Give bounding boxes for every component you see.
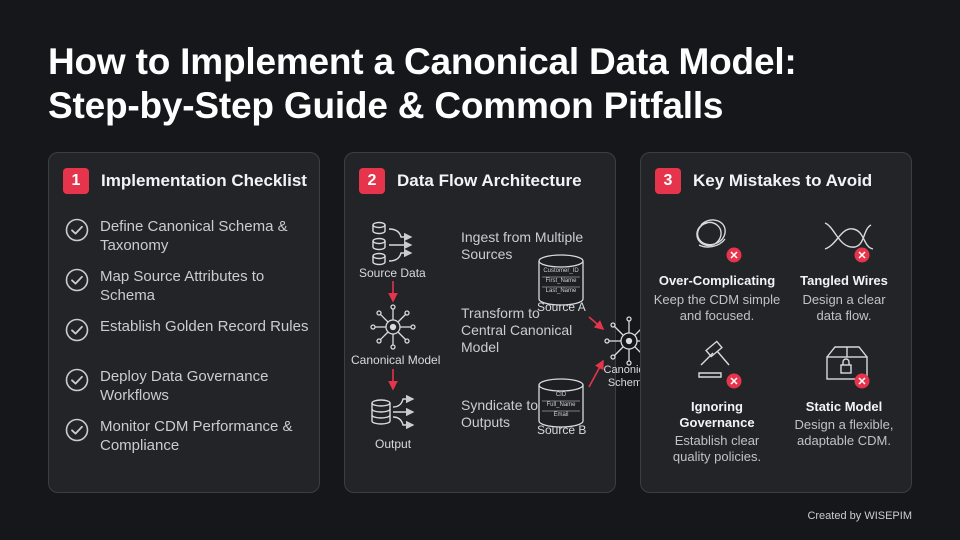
source-a-arrow bbox=[588, 316, 605, 331]
title-line-2: Step-by-Step Guide & Common Pitfalls bbox=[48, 85, 724, 126]
panel-header: 2 Data Flow Architecture bbox=[359, 167, 582, 195]
checklist-item: Define Canonical Schema & Taxonomy bbox=[65, 217, 315, 255]
error-badge-icon bbox=[854, 373, 870, 389]
source-b-fields: CID Full_Name Email bbox=[541, 390, 581, 420]
mistake-title: Ignoring Governance bbox=[679, 399, 755, 430]
checklist-item-text: Establish Golden Record Rules bbox=[100, 318, 309, 335]
checklist-item: Monitor CDM Performance & Compliance bbox=[65, 417, 315, 455]
data-flow-architecture-panel: 2 Data Flow Architecture bbox=[344, 152, 654, 493]
error-badge-icon bbox=[726, 247, 742, 263]
check-circle-icon bbox=[65, 418, 89, 442]
field-name: First_Name bbox=[545, 278, 577, 284]
source-a-fields: Customer_ID First_Name Last_Name bbox=[541, 266, 581, 296]
step-transform: Transform to Central Canonical Model bbox=[461, 305, 573, 355]
mistake-desc: Keep the CDM simple and focused. bbox=[653, 292, 781, 323]
source-a-database bbox=[538, 254, 584, 306]
checklist-item-text: Deploy Data Governance Workflows bbox=[100, 368, 269, 404]
checklist-item-text: Define Canonical Schema & Taxonomy bbox=[100, 218, 288, 254]
database-output-icon bbox=[371, 394, 415, 430]
checklist-item-text: Monitor CDM Performance & Compliance bbox=[100, 418, 293, 454]
check-circle-icon bbox=[65, 368, 89, 392]
page-title: How to Implement a Canonical Data Model:… bbox=[48, 40, 928, 128]
check-circle-icon bbox=[65, 218, 89, 242]
panel-title: Data Flow Architecture bbox=[397, 171, 582, 190]
mistake-desc: Design a clear data flow. bbox=[802, 292, 886, 323]
step-number-badge: 2 bbox=[359, 168, 385, 194]
hub-network-icon bbox=[370, 304, 416, 350]
error-badge-icon bbox=[854, 247, 870, 263]
step-syndicate: Syndicate to Outputs bbox=[461, 397, 539, 430]
field-name: Last_Name bbox=[545, 288, 577, 294]
source-b-database bbox=[538, 378, 584, 428]
key-mistakes-panel: 3 Key Mistakes to Avoid bbox=[640, 152, 912, 493]
output-label: Output bbox=[375, 437, 412, 451]
checklist-item: Establish Golden Record Rules bbox=[65, 317, 315, 342]
database-stack-icon bbox=[372, 221, 413, 266]
step-number-badge: 3 bbox=[655, 168, 681, 194]
panel-header: 1 Implementation Checklist bbox=[63, 167, 307, 195]
checklist-item: Map Source Attributes to Schema bbox=[65, 267, 315, 305]
source-b-label: Source B bbox=[537, 423, 587, 437]
mistake-title: Static Model bbox=[805, 399, 883, 414]
panel-header: 3 Key Mistakes to Avoid bbox=[655, 167, 872, 195]
field-name: Email bbox=[553, 412, 569, 418]
source-data-label: Source Data bbox=[359, 266, 426, 280]
canonical-model-label: Canonical Model bbox=[351, 353, 441, 367]
field-name: Customer_ID bbox=[543, 268, 579, 274]
data-flow-diagram bbox=[370, 221, 654, 430]
title-line-1: How to Implement a Canonical Data Model: bbox=[48, 41, 797, 82]
step-ingest: Ingest from Multiple Sources bbox=[461, 229, 584, 262]
mistake-icons bbox=[696, 219, 874, 389]
locked-box-icon bbox=[826, 346, 868, 380]
credit-text: Created by WISEPIM bbox=[807, 510, 912, 522]
check-circle-icon bbox=[65, 318, 89, 342]
tangled-knot-icon bbox=[696, 219, 726, 248]
check-circle-icon bbox=[65, 268, 89, 292]
mistake-desc: Design a flexible, adaptable CDM. bbox=[794, 417, 894, 448]
mistake-title: Tangled Wires bbox=[800, 273, 888, 288]
source-b-arrow bbox=[588, 359, 604, 388]
checklist-item: Deploy Data Governance Workflows bbox=[65, 367, 315, 405]
panel-title: Key Mistakes to Avoid bbox=[693, 171, 873, 190]
implementation-checklist-panel: 1 Implementation Checklist Define Canoni… bbox=[48, 152, 320, 493]
mistake-desc: Establish clear quality policies. bbox=[672, 433, 762, 464]
checklist-item-text: Map Source Attributes to Schema bbox=[100, 268, 265, 304]
panel-title: Implementation Checklist bbox=[101, 171, 307, 190]
field-name: CID bbox=[555, 392, 567, 398]
gavel-icon bbox=[698, 340, 730, 378]
mistake-title: Over-Complicating bbox=[658, 273, 776, 288]
crossed-wires-icon bbox=[824, 222, 874, 250]
error-badge-icon bbox=[726, 373, 742, 389]
field-name: Full_Name bbox=[546, 402, 576, 408]
source-a-label: Source A bbox=[537, 300, 586, 314]
step-number-badge: 1 bbox=[63, 168, 89, 194]
